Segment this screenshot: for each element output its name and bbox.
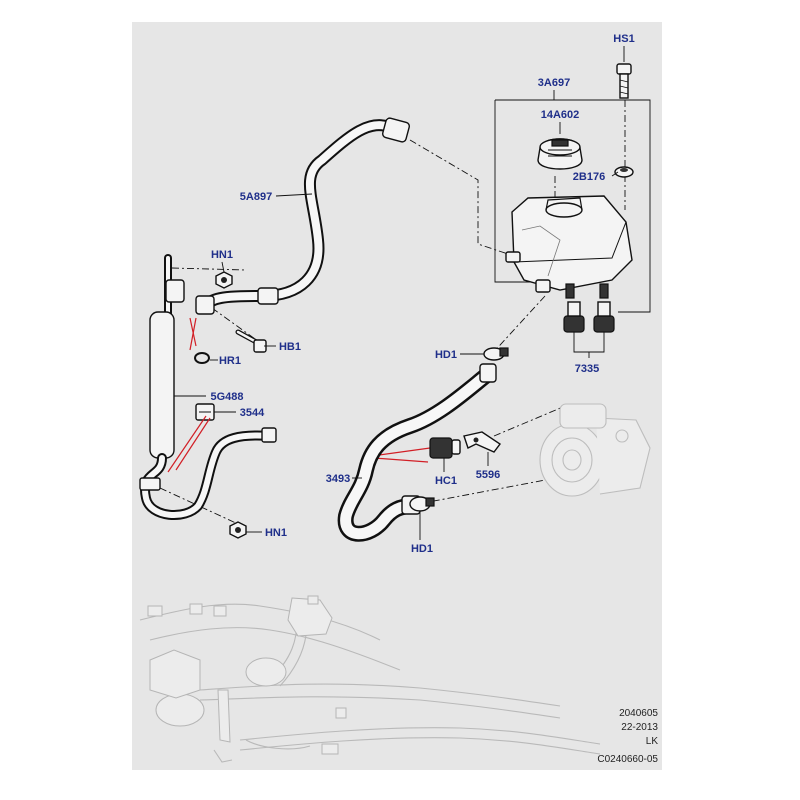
callout-5g488: 5G488 bbox=[210, 391, 243, 403]
highlight-line-6 bbox=[373, 457, 429, 463]
reference-code-4: C0240660-05 bbox=[597, 754, 658, 765]
cap-14a602 bbox=[537, 138, 583, 170]
highlight-line-4 bbox=[175, 417, 211, 471]
callout-hd1-bottom: HD1 bbox=[411, 543, 433, 555]
reference-code-1: 2040605 bbox=[619, 708, 658, 719]
reservoir-group-bracket bbox=[495, 99, 651, 313]
leader-hn1-top bbox=[221, 261, 225, 273]
reference-code-3: LK bbox=[646, 736, 659, 747]
callout-hn1-top: HN1 bbox=[211, 249, 233, 261]
callout-7335: 7335 bbox=[575, 363, 599, 375]
callout-hb1: HB1 bbox=[279, 341, 301, 353]
callout-3544: 3544 bbox=[240, 407, 265, 419]
callout-5596: 5596 bbox=[476, 469, 500, 481]
callout-5a897: 5A897 bbox=[240, 191, 272, 203]
leader-5a897 bbox=[275, 193, 313, 197]
callout-3a697: 3A697 bbox=[538, 77, 570, 89]
clamp-hd1-bottom bbox=[409, 496, 435, 512]
assembly-line-clamp-pump bbox=[417, 477, 557, 505]
assembly-line-nut-bottom bbox=[159, 487, 239, 525]
clip-hc1 bbox=[429, 437, 461, 459]
reservoir-group-bracket-left bbox=[494, 100, 540, 283]
callout-hc1: HC1 bbox=[435, 475, 457, 487]
callout-hd1-top: HD1 bbox=[435, 349, 457, 361]
bolt-hb1 bbox=[235, 329, 267, 353]
callout-2b176: 2B176 bbox=[573, 171, 605, 183]
bolt-hs1 bbox=[616, 63, 632, 99]
callout-hr1: HR1 bbox=[219, 355, 241, 367]
assembly-line-nut-top bbox=[171, 267, 247, 271]
callout-hn1-bottom: HN1 bbox=[265, 527, 287, 539]
mount-7335-right bbox=[593, 301, 615, 333]
reservoir-3a697 bbox=[505, 195, 633, 299]
grommet-2b176 bbox=[614, 166, 634, 178]
upper-hose-5a897 bbox=[195, 117, 410, 315]
leader-2b176 bbox=[611, 171, 619, 177]
nut-hn1-top bbox=[215, 271, 233, 289]
highlight-line-5 bbox=[371, 447, 431, 457]
callout-14a602: 14A602 bbox=[541, 109, 580, 121]
steering-pump-ghost bbox=[539, 403, 651, 497]
o-ring-hr1 bbox=[194, 352, 210, 364]
bracket-5596 bbox=[463, 431, 502, 453]
mount-7335-left bbox=[563, 301, 585, 333]
assembly-line-lower-hose bbox=[489, 295, 546, 357]
nut-hn1-bottom bbox=[229, 521, 247, 539]
vehicle-overview-ghost bbox=[139, 595, 601, 763]
callout-hs1: HS1 bbox=[613, 33, 634, 45]
assembly-line-upper-hose bbox=[409, 139, 521, 259]
highlight-line-2 bbox=[189, 317, 197, 351]
reference-code-2: 22-2013 bbox=[621, 722, 658, 733]
callout-3493: 3493 bbox=[326, 473, 350, 485]
highlight-line-3 bbox=[167, 415, 207, 473]
assembly-line-bracket-pump bbox=[493, 403, 571, 437]
cooler-tube-5g488 bbox=[139, 254, 277, 521]
